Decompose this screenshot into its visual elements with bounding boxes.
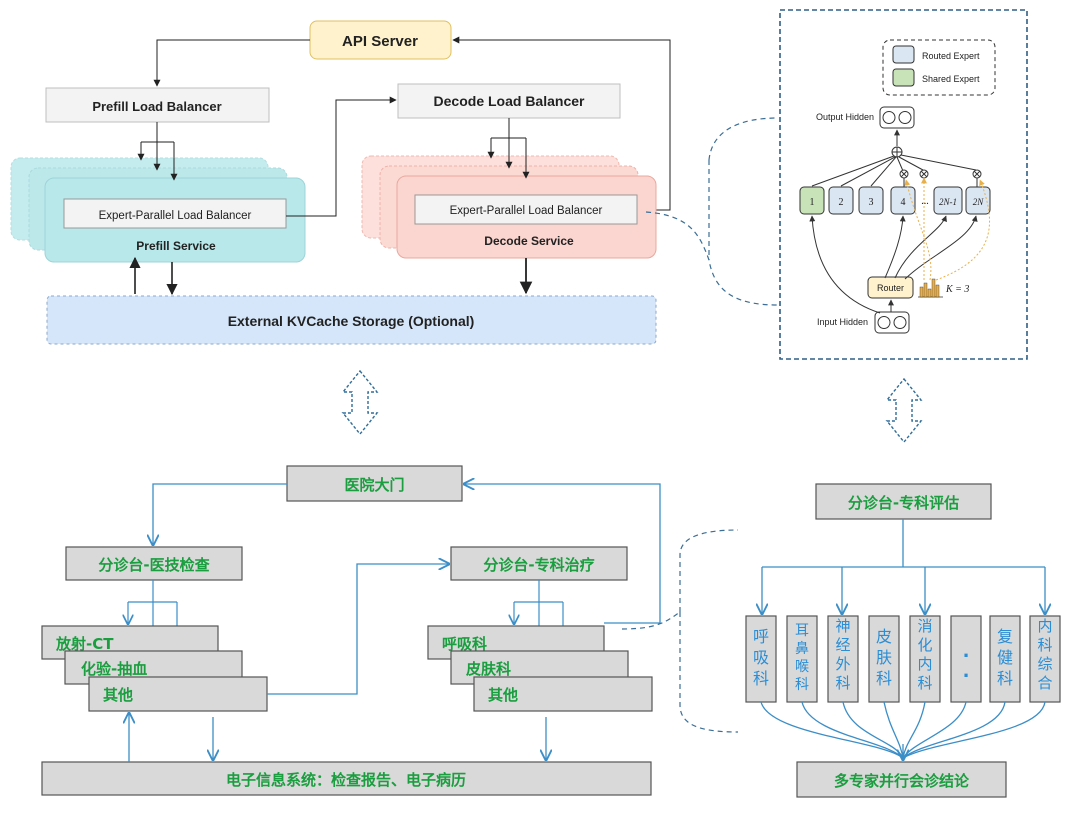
info-system-label: 电子信息系统：检查报告、电子病历	[226, 771, 466, 789]
prefill-ep-lb-label: Expert-Parallel Load Balancer	[99, 210, 252, 222]
department-box: 皮肤科	[868, 615, 900, 703]
api-server-label: API Server	[342, 33, 418, 50]
decode-lb-label: Decode Load Balancer	[434, 93, 585, 109]
department-label: 复健科	[997, 627, 1013, 688]
department-label: ..	[963, 641, 970, 682]
prefill-service-label: Prefill Service	[136, 239, 216, 253]
prefill-load-balancer	[45, 87, 270, 123]
decode-ep-lb-label: Expert-Parallel Load Balancer	[450, 205, 603, 217]
expert-label: 1	[810, 197, 815, 208]
exam-item-label: 其他	[103, 686, 133, 704]
special-item-label: 呼吸科	[442, 635, 487, 653]
prefill-ep-lb-box	[63, 198, 287, 229]
exam-item-box	[88, 676, 268, 712]
expert-box	[828, 186, 854, 215]
department-box: 内科综合	[1029, 615, 1061, 703]
hospital-gate-box	[286, 465, 463, 502]
triage-special-box	[450, 546, 628, 581]
department-label: 耳鼻喉科	[795, 623, 809, 693]
input-hidden-box	[874, 311, 910, 334]
moe-panel: Routed Expert Shared Expert Output Hidde…	[779, 9, 1028, 360]
output-hidden-box	[879, 106, 915, 129]
triage-eval-label: 分诊台-专科评估	[848, 494, 959, 512]
expert-box	[933, 186, 963, 215]
triage-exam-label: 分诊台-医技检查	[98, 556, 210, 574]
expert-box	[965, 186, 991, 215]
expert-ellipsis: ...	[921, 196, 929, 207]
consult-label: 多专家并行会诊结论	[834, 772, 970, 790]
exam-item-label: 化验-抽血	[81, 660, 147, 678]
output-hidden-label: Output Hidden	[816, 112, 874, 122]
kvcache-storage-label: External KVCache Storage (Optional)	[228, 313, 475, 329]
top-architecture: API Server Prefill Load Balancer Decode …	[10, 20, 671, 345]
legend-shared-label: Shared Expert	[922, 74, 980, 84]
legend-routed-label: Routed Expert	[922, 51, 980, 61]
department-box: 消化内科	[909, 615, 941, 703]
triage-exam-box	[65, 546, 243, 581]
special-item-label: 其他	[488, 686, 518, 704]
department-label: 呼吸科	[753, 627, 769, 688]
kvcache-storage-box	[46, 295, 657, 345]
department-box: 复健科	[989, 615, 1021, 703]
department-box: 耳鼻喉科	[786, 615, 818, 703]
expert-label: 4	[901, 197, 906, 208]
triage-eval-box	[815, 483, 992, 520]
double-arrow-icon	[885, 377, 923, 444]
consult-box	[796, 761, 1007, 798]
decode-load-balancer	[397, 83, 621, 119]
router-label: Router	[877, 283, 904, 293]
info-system-box	[41, 761, 652, 796]
expert-label: 2N-1	[939, 197, 957, 207]
expert-box	[858, 186, 884, 215]
department-box: 神经外科	[827, 615, 859, 703]
special-item-box	[473, 676, 653, 712]
department-label: 神经外科	[835, 617, 850, 692]
hospital-diagram: 医院大门 分诊台-医技检查 放射-CT 化验-抽血 其他 分诊台-专科治疗	[41, 465, 661, 796]
exam-item-label: 放射-CT	[55, 635, 114, 653]
expert-panel: 分诊台-专科评估 呼吸科 耳鼻喉科 神经外科 皮肤科 消化内科	[745, 483, 1061, 798]
department-label: 内科综合	[1037, 617, 1052, 692]
triage-special-label: 分诊台-专科治疗	[483, 556, 594, 574]
prefill-lb-label: Prefill Load Balancer	[92, 99, 221, 114]
input-hidden-label: Input Hidden	[817, 317, 868, 327]
moe-zoom-connector	[645, 211, 779, 306]
hospital-gate-label: 医院大门	[344, 476, 404, 494]
department-box: ..	[950, 615, 982, 703]
expert-box	[890, 186, 916, 215]
decode-service-label: Decode Service	[484, 234, 574, 248]
topk-label: K = 3	[945, 284, 969, 295]
router-box	[867, 276, 914, 299]
decode-ep-lb-box	[414, 194, 638, 225]
department-box: 呼吸科	[745, 615, 777, 703]
double-arrow-icon	[341, 369, 379, 436]
department-label: 皮肤科	[876, 627, 892, 688]
topk-bars-icon	[918, 278, 943, 298]
department-label: 消化内科	[917, 617, 932, 692]
expert-label: 2N	[973, 197, 985, 207]
expert-box-shared	[799, 186, 825, 215]
special-item-label: 皮肤科	[466, 660, 511, 678]
expert-label: 2	[839, 197, 844, 208]
expert-label: 3	[869, 197, 874, 208]
